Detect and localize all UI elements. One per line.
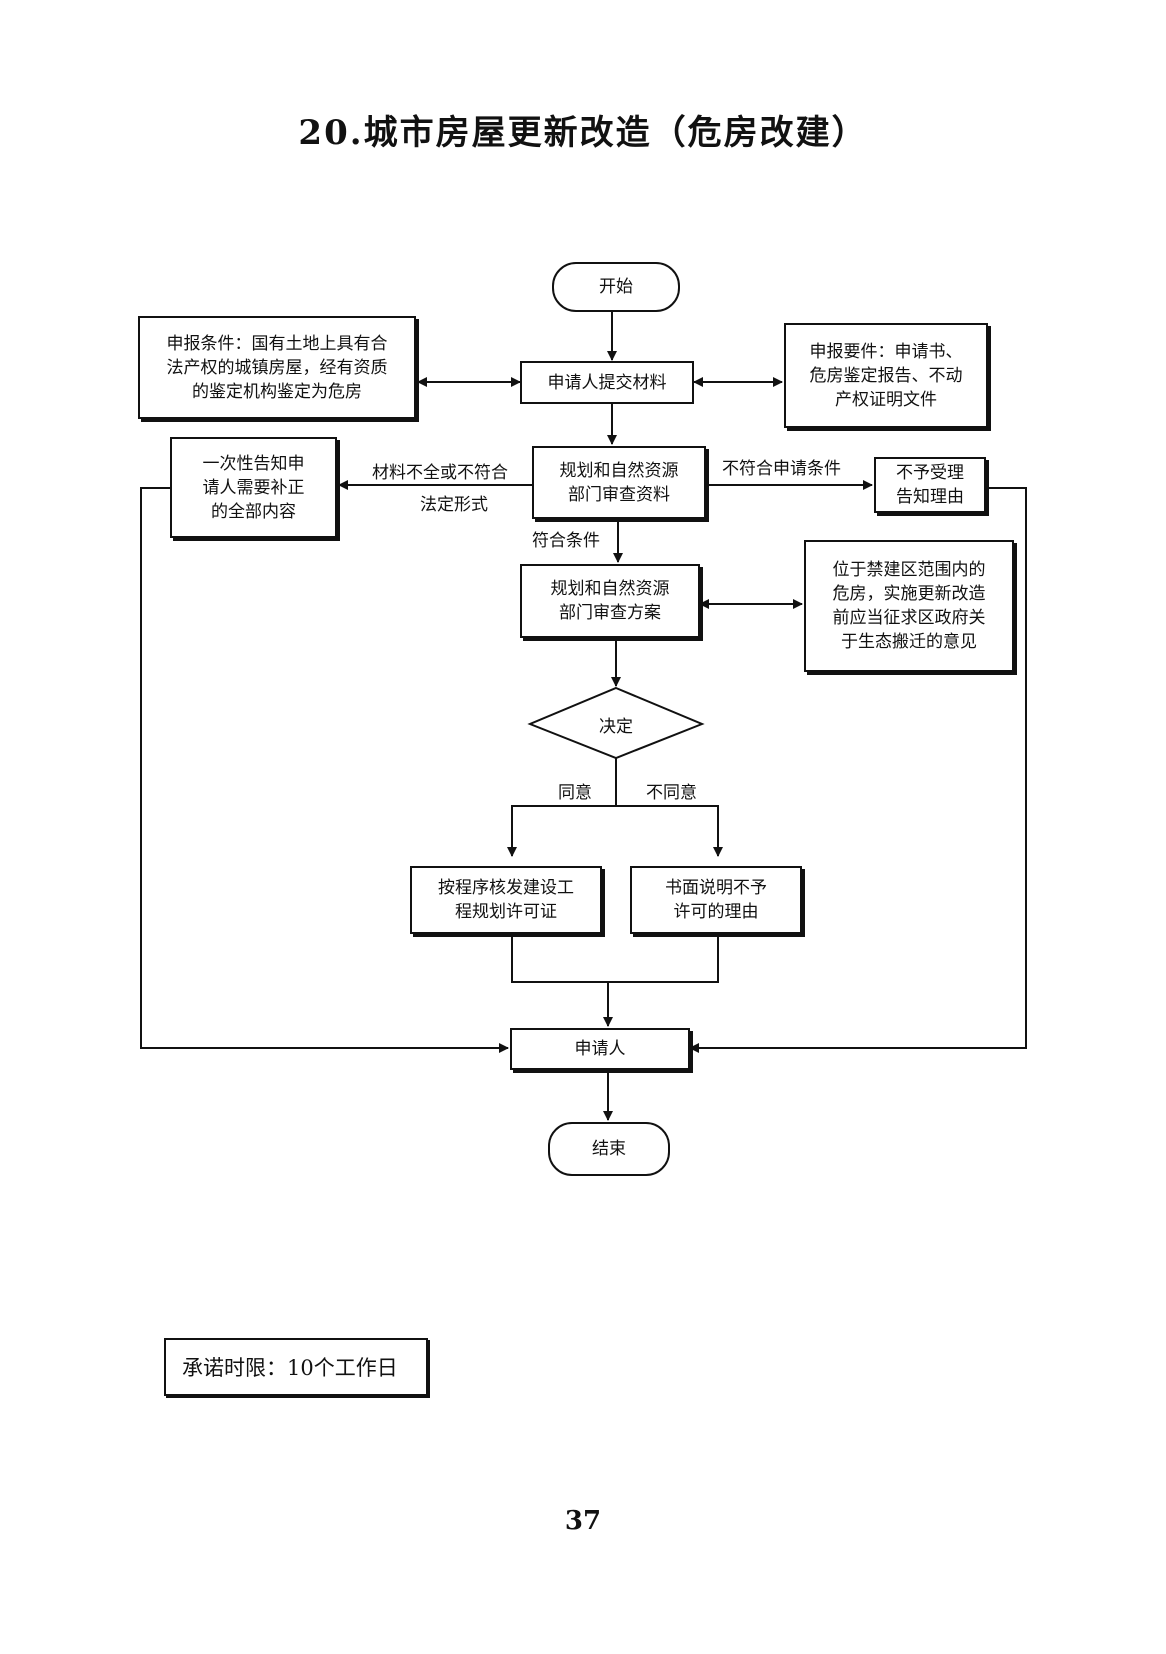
end-node: 结束 [548,1122,670,1176]
edge-label-incomplete-2: 法定形式 [420,495,488,515]
start-node: 开始 [552,262,680,312]
review-documents-label: 规划和自然资源 部门审查资料 [559,460,679,505]
promise-time-limit-label: 承诺时限：10个工作日 [182,1356,398,1380]
submit-materials-label: 申请人提交材料 [547,372,667,393]
edge-label-eligible: 符合条件 [532,531,600,551]
end-label: 结束 [592,1139,626,1159]
edge-merge [511,934,719,983]
reject-notice-node: 不予受理 告知理由 [874,457,986,513]
issue-permit-node: 按程序核发建设工 程规划许可证 [410,866,602,934]
application-requirements-node: 申报要件：申请书、 危房鉴定报告、不动 产权证明文件 [784,323,988,428]
notify-supplement-label: 一次性告知申 请人需要补正 的全部内容 [202,453,305,522]
written-refusal-node: 书面说明不予 许可的理由 [630,866,802,934]
edge-label-not-eligible: 不符合申请条件 [722,459,841,479]
edge-agree [507,805,616,857]
decision-label: 决定 [599,717,633,737]
decision-diamond [527,686,705,760]
page-number: 37 [564,1506,602,1536]
edge-label-agree: 同意 [558,783,592,803]
forbidden-zone-label: 位于禁建区范围内的 危房，实施更新改造 前应当征求区政府关 于生态搬迁的意见 [832,560,986,652]
promise-time-limit: 承诺时限：10个工作日 [164,1338,428,1396]
forbidden-zone-node: 位于禁建区范围内的 危房，实施更新改造 前应当征求区政府关 于生态搬迁的意见 [804,540,1014,672]
issue-permit-label: 按程序核发建设工 程规划许可证 [438,878,574,922]
reject-notice-label: 不予受理 告知理由 [896,463,964,507]
page-title: 20.城市房屋更新改造（危房改建） [298,113,868,153]
edge-label-disagree: 不同意 [646,783,697,803]
review-documents-node: 规划和自然资源 部门审查资料 [532,446,706,519]
edge-left-return [140,487,509,1053]
applicant-node: 申请人 [510,1028,690,1070]
review-plan-node: 规划和自然资源 部门审查方案 [520,564,700,638]
applicant-label: 申请人 [574,1039,626,1059]
written-refusal-label: 书面说明不予 许可的理由 [665,878,767,922]
application-conditions-label: 申报条件：国有土地上具有合 法产权的城镇房屋，经有资质 的鉴定机构鉴定为危房 [166,333,388,402]
edge-disagree [616,805,723,857]
edge-label-incomplete-1: 材料不全或不符合 [372,463,508,483]
application-conditions-node: 申报条件：国有土地上具有合 法产权的城镇房屋，经有资质 的鉴定机构鉴定为危房 [138,316,416,419]
start-label: 开始 [599,277,633,297]
review-plan-label: 规划和自然资源 部门审查方案 [550,579,670,623]
edge-right-return [689,487,1027,1053]
notify-supplement-node: 一次性告知申 请人需要补正 的全部内容 [170,437,337,538]
application-requirements-label: 申报要件：申请书、 危房鉴定报告、不动 产权证明文件 [809,341,963,410]
submit-materials-node: 申请人提交材料 [520,361,694,404]
